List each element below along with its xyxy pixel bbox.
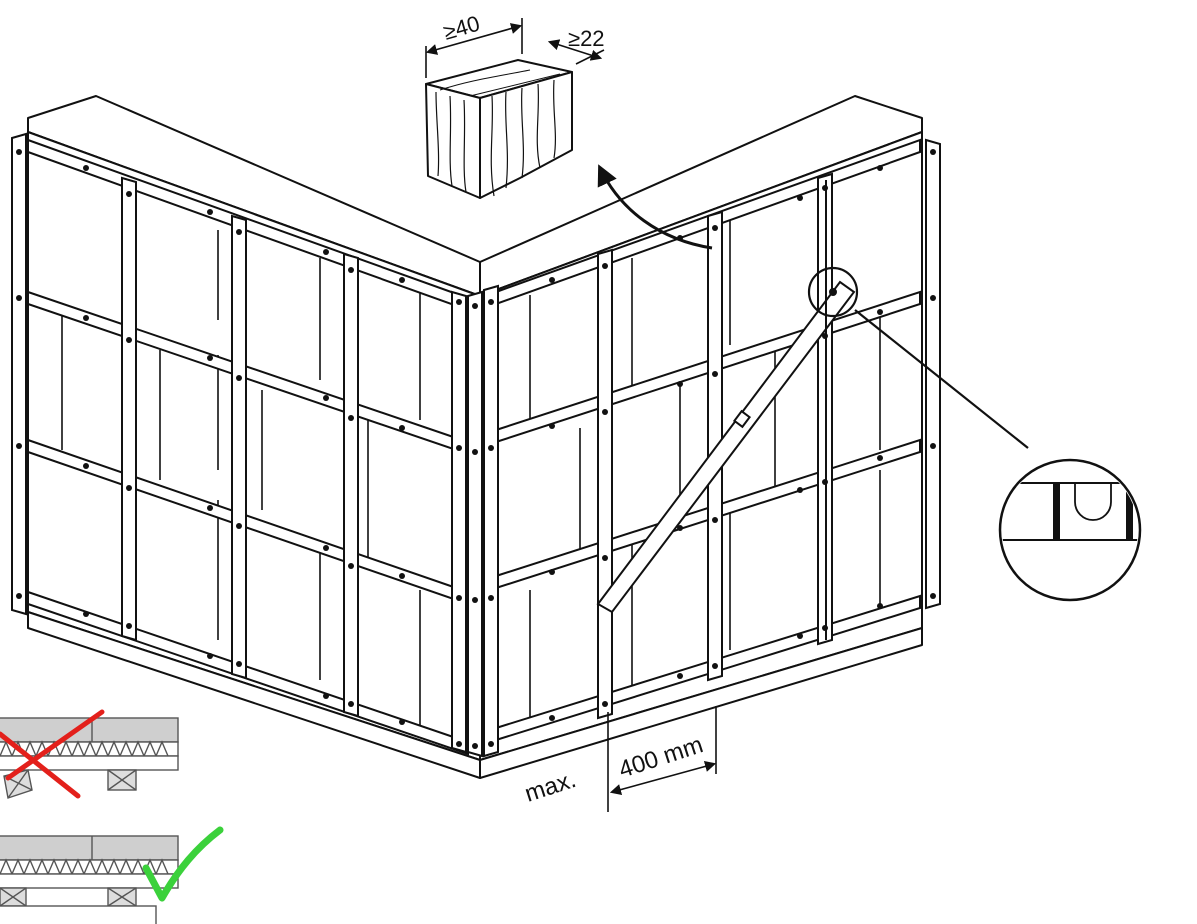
checkmark-icon	[142, 826, 224, 902]
wrong-mounting-detail	[0, 717, 179, 799]
cross-icon	[0, 709, 105, 799]
wall-corner	[27, 95, 923, 779]
left-panel-seams	[61, 230, 421, 730]
spirit-level	[596, 280, 856, 614]
spacing-label: 400 mm	[616, 731, 707, 783]
level-bubble-icon	[998, 458, 1142, 602]
batten-width-label: ≥40	[440, 11, 482, 45]
spacing-dimension	[607, 706, 717, 812]
max-label: max.	[522, 766, 580, 808]
screw-dots	[16, 149, 936, 749]
batten-dimensions	[425, 18, 605, 78]
batten-thickness-label: ≥22	[568, 26, 605, 51]
vertical-battens	[11, 132, 941, 758]
curved-arrow	[597, 164, 713, 250]
batten-block	[425, 59, 573, 199]
level-detail	[807, 266, 1142, 602]
correct-mounting-detail	[0, 835, 179, 924]
